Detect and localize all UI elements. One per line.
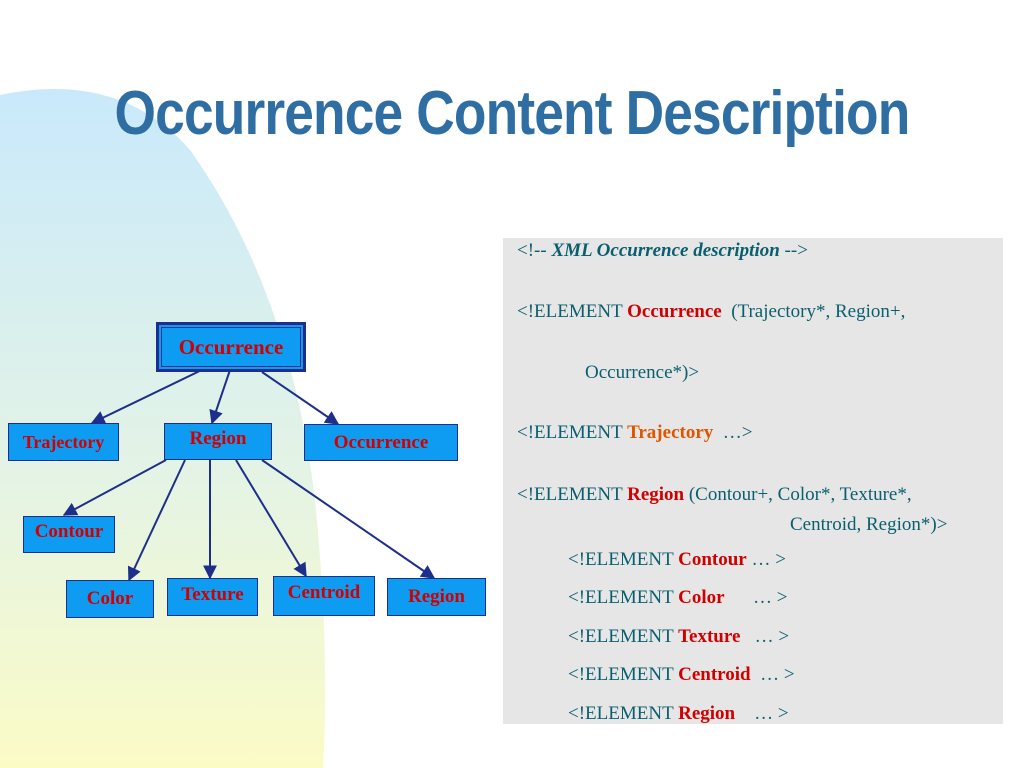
node-trajectory-label: Trajectory (22, 431, 105, 452)
slide-title: Occurrence Content Description (114, 79, 911, 148)
element-decl: <!ELEMENT (568, 626, 679, 647)
element-decl: <!ELEMENT (568, 664, 679, 685)
node-trajectory: Trajectory (8, 423, 119, 461)
xml-dtd-code-panel: <!-- XML Occurrence description --> <!EL… (503, 238, 1003, 724)
code-line-region-cont: Centroid, Region*)> (790, 514, 947, 536)
node-occurrence-root: Occurrence (156, 322, 306, 372)
element-content-cont: Occurrence*)> (585, 362, 700, 383)
element-decl: <!ELEMENT (568, 549, 679, 570)
element-content: … > (740, 626, 790, 647)
element-content: … > (724, 587, 788, 608)
element-name-contour: Contour (678, 549, 747, 570)
comment-text: XML Occurrence description (551, 240, 780, 261)
node-contour-label: Contour (34, 521, 104, 542)
node-region-child-label: Region (408, 586, 465, 607)
node-region-child: Region (387, 578, 486, 616)
element-content: …> (713, 422, 753, 443)
edge-region-color (127, 459, 186, 582)
code-line-trajectory: <!ELEMENT Trajectory …> (517, 422, 752, 444)
element-content: … > (746, 549, 786, 570)
node-occurrence-root-label: Occurrence (178, 334, 284, 359)
node-contour: Contour (23, 516, 115, 553)
node-centroid-label: Centroid (287, 582, 361, 603)
element-content-cont: Centroid, Region*)> (790, 514, 948, 535)
element-decl: <!ELEMENT (517, 301, 628, 322)
element-name-occurrence: Occurrence (627, 301, 722, 322)
element-name-region: Region (627, 484, 685, 505)
element-decl: <!ELEMENT (568, 703, 679, 724)
element-name-texture: Texture (678, 626, 741, 647)
edge-root-trajectory (90, 365, 211, 424)
code-line-occurrence: <!ELEMENT Occurrence (Trajectory*, Regio… (517, 301, 905, 323)
element-decl: <!ELEMENT (517, 484, 628, 505)
node-centroid: Centroid (273, 576, 375, 616)
edge-region-centroid (235, 459, 307, 578)
node-color: Color (66, 580, 154, 618)
node-texture-label: Texture (181, 584, 244, 605)
element-content: (Trajectory*, Region+, (721, 301, 906, 322)
comment-close: --> (779, 240, 808, 261)
node-occurrence-child: Occurrence (304, 424, 458, 461)
element-decl: <!ELEMENT (568, 587, 679, 608)
node-color-label: Color (86, 588, 134, 609)
element-name-centroid: Centroid (678, 664, 751, 685)
element-name-color: Color (678, 587, 725, 608)
code-line-region: <!ELEMENT Region (Contour+, Color*, Text… (517, 484, 912, 506)
code-comment-line: <!-- XML Occurrence description --> (517, 240, 808, 262)
element-content: … > (735, 703, 789, 724)
code-line-texture: <!ELEMENT Texture … > (568, 626, 789, 648)
node-region: Region (164, 423, 272, 460)
element-content: … > (750, 664, 795, 685)
code-line-region-elem: <!ELEMENT Region … > (568, 703, 789, 725)
code-line-occurrence-cont: Occurrence*)> (585, 362, 699, 384)
comment-open: <!-- (517, 240, 552, 261)
element-name-region-2: Region (678, 703, 736, 724)
code-line-color: <!ELEMENT Color … > (568, 587, 788, 609)
edge-region-region (261, 459, 436, 579)
element-content: (Contour+, Color*, Texture*, (684, 484, 912, 505)
node-texture: Texture (167, 578, 258, 616)
edge-root-region (209, 369, 231, 425)
node-occurrence-child-label: Occurrence (333, 431, 429, 453)
code-line-centroid: <!ELEMENT Centroid … > (568, 664, 795, 686)
edge-root-occurrence (261, 371, 340, 425)
element-decl: <!ELEMENT (517, 422, 628, 443)
element-name-trajectory: Trajectory (627, 422, 714, 443)
edge-region-contour (62, 459, 167, 516)
code-line-contour: <!ELEMENT Contour … > (568, 549, 786, 571)
node-region-label: Region (189, 428, 247, 449)
